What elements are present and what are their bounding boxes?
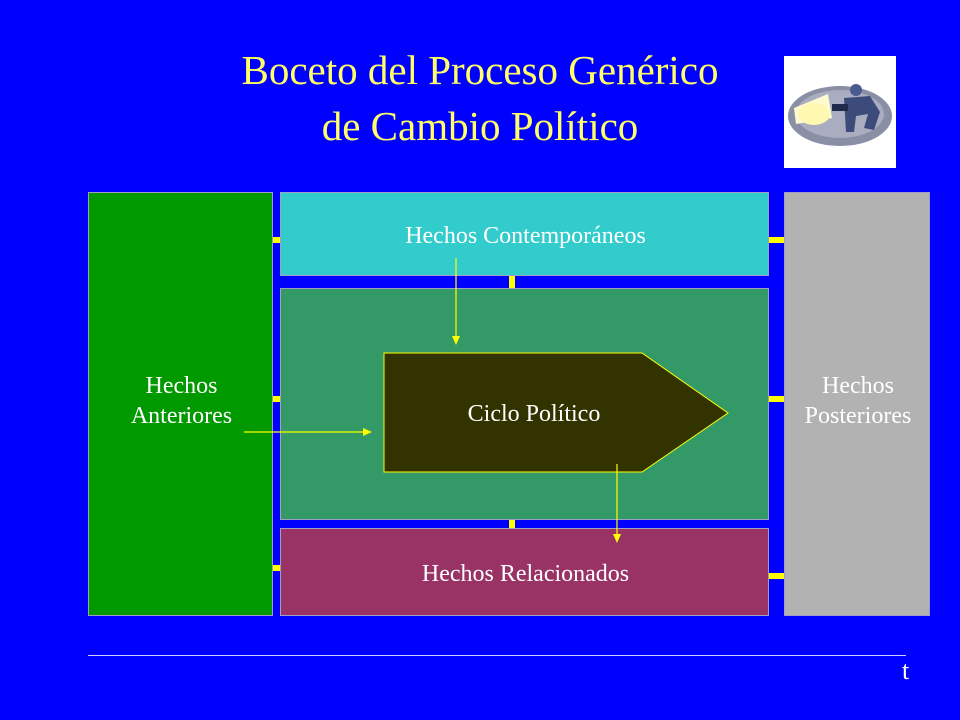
hechos-posteriores-line-2: Posteriores [804, 403, 912, 429]
hechos-posteriores-line-1: Hechos [822, 373, 894, 399]
arrow-anteriores-to-ciclo [244, 428, 372, 436]
ciclo-politico-label: Ciclo Político [468, 401, 601, 427]
connector-right-middle [767, 396, 785, 402]
arrow-ciclo-to-relacionados [613, 464, 621, 543]
title-line-1: Boceto del Proceso Genérico [241, 47, 719, 93]
ciclo-politico-shape [383, 352, 729, 473]
hechos-anteriores-label: Hechos Anteriores [89, 371, 274, 431]
explorer-with-flashlight-icon [784, 56, 896, 168]
time-axis-line [88, 655, 906, 656]
hechos-relacionados-label: Hechos Relacionados [421, 561, 630, 587]
block-hechos-relacionados: Hechos Relacionados [280, 528, 769, 616]
connector-right-bottom [767, 573, 785, 579]
connector-right-top [767, 237, 785, 243]
connector-left-bottom [270, 565, 282, 571]
connector-vertical-top [509, 275, 515, 289]
arrow-contemporaneos-to-ciclo [452, 258, 460, 345]
title-line-2: de Cambio Político [321, 103, 639, 149]
block-hechos-posteriores: Hechos Posteriores [784, 192, 930, 616]
slide-title: Boceto del Proceso Genérico de Cambio Po… [180, 42, 780, 154]
hechos-contemporaneos-label: Hechos Contemporáneos [405, 223, 646, 249]
hechos-anteriores-line-1: Hechos [145, 373, 218, 399]
connector-vertical-bottom [509, 519, 515, 529]
connector-left-top [270, 237, 282, 243]
block-hechos-contemporaneos: Hechos Contemporáneos [280, 192, 769, 276]
time-axis-label: t [902, 656, 910, 685]
hechos-posteriores-label: Hechos Posteriores [785, 371, 931, 431]
connector-left-middle [270, 396, 282, 402]
block-hechos-anteriores: Hechos Anteriores [88, 192, 273, 616]
hechos-anteriores-line-2: Anteriores [130, 403, 233, 429]
